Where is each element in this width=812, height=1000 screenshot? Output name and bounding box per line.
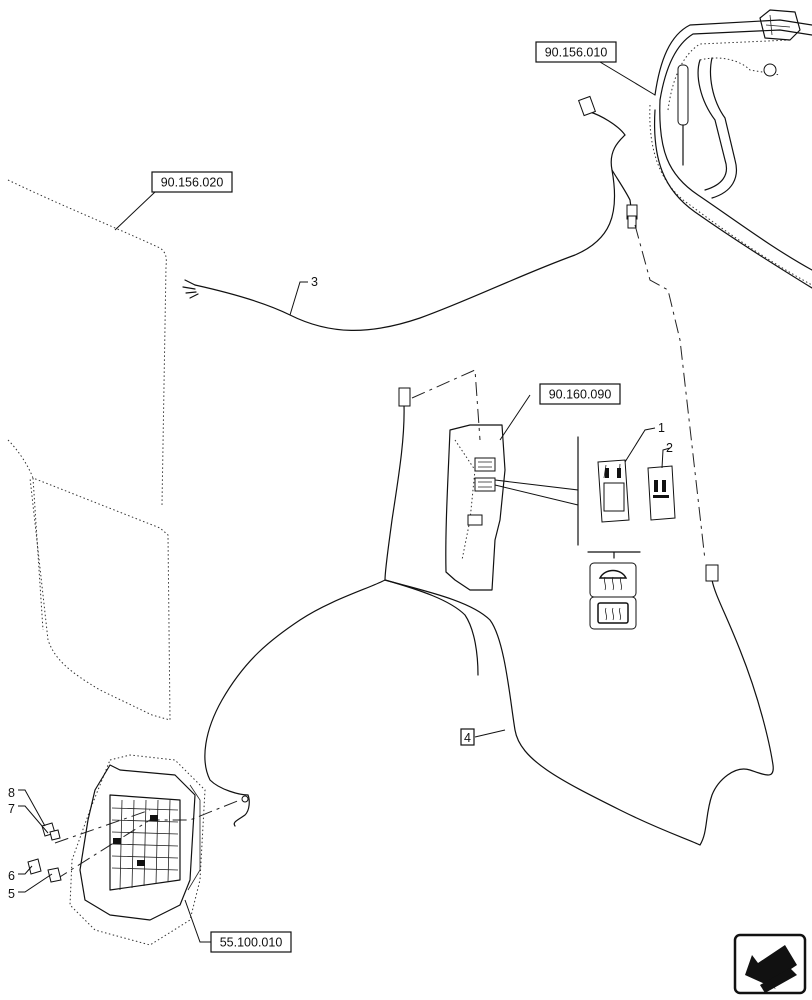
svg-text:90.156.020: 90.156.020 bbox=[161, 176, 224, 190]
item-number-1: 1 bbox=[658, 421, 665, 435]
windshield-glass bbox=[7, 179, 171, 721]
item-number-7: 7 bbox=[8, 802, 15, 816]
part-6 bbox=[27, 858, 42, 875]
rocker-switch-2 bbox=[647, 465, 676, 521]
svg-text:90.160.090: 90.160.090 bbox=[549, 388, 612, 402]
windshield-defrost-icon bbox=[589, 562, 637, 598]
reference-box-90-156-020: 90.156.020 bbox=[151, 171, 233, 193]
fuse-grid bbox=[111, 799, 179, 891]
reference-box-55-100-010: 55.100.010 bbox=[210, 931, 292, 953]
rear-window-defrost-icon bbox=[589, 596, 637, 630]
item-number-8: 8 bbox=[8, 786, 15, 800]
rocker-switch-1 bbox=[597, 459, 630, 523]
previous-page-arrow-icon[interactable] bbox=[733, 933, 807, 995]
fuse-box bbox=[69, 754, 206, 946]
item-number-6: 6 bbox=[8, 869, 15, 883]
part-8 bbox=[49, 829, 61, 841]
harness-4 bbox=[204, 387, 774, 846]
item-number-3: 3 bbox=[311, 275, 318, 289]
svg-text:55.100.010: 55.100.010 bbox=[220, 936, 283, 950]
harness-3 bbox=[182, 95, 638, 331]
alignment-lines bbox=[54, 224, 706, 881]
item-number-5: 5 bbox=[8, 887, 15, 901]
cab-roof-harness bbox=[649, 9, 812, 289]
reference-box-90-160-090: 90.160.090 bbox=[539, 383, 621, 405]
svg-text:90.156.010: 90.156.010 bbox=[545, 46, 608, 60]
instrument-pillar bbox=[445, 424, 641, 591]
item-number-2: 2 bbox=[666, 441, 673, 455]
part-5 bbox=[47, 867, 62, 883]
reference-box-90-156-010: 90.156.010 bbox=[535, 41, 617, 63]
item-number-4: 4 bbox=[464, 731, 471, 745]
item-number-4-box: 4 bbox=[460, 728, 475, 746]
